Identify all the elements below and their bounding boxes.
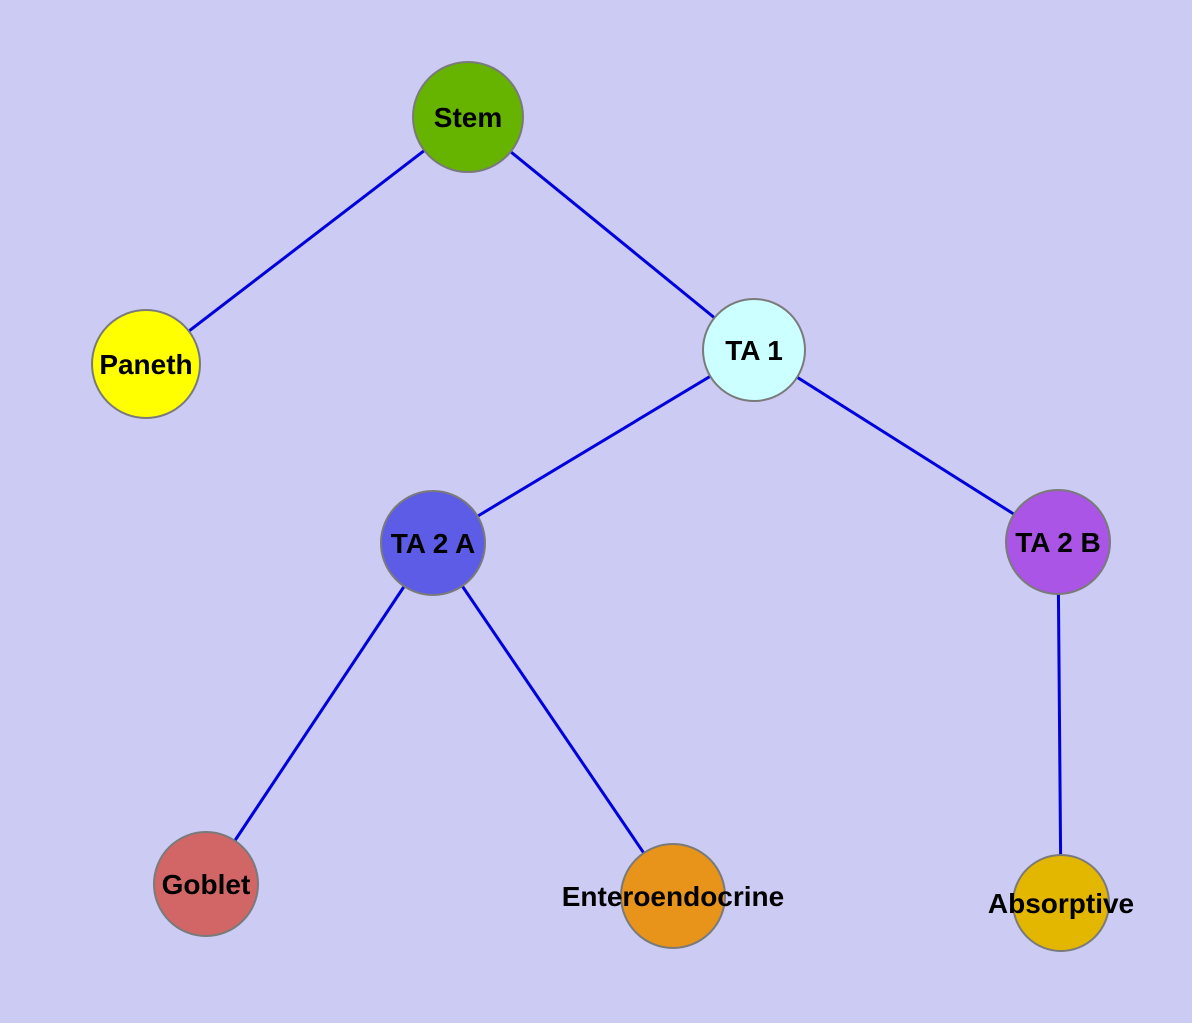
node-circle-stem [412,61,524,173]
node-circle-paneth [91,309,201,419]
node-paneth: Paneth [91,309,201,419]
edge-stem-ta1 [467,115,755,352]
node-absorptive: Absorptive [988,854,1134,952]
node-stem: Stem [412,61,524,173]
edge-ta1-ta2a [432,348,755,545]
node-circle-absorptive [1012,854,1110,952]
node-ta1: TA 1 [702,298,806,402]
node-enteroendocrine: Enteroendocrine [562,843,784,949]
edge-ta2a-enteroendocrine [431,542,675,897]
node-ta2a: TA 2 A [380,490,486,596]
node-circle-enteroendocrine [620,843,726,949]
node-goblet: Goblet [153,831,259,937]
node-circle-goblet [153,831,259,937]
edge-ta2b-absorptive [1056,541,1063,904]
edge-ta2a-goblet [204,542,435,885]
node-ta2b: TA 2 B [1005,489,1111,595]
edge-ta1-ta2b [753,348,1059,544]
node-circle-ta1 [702,298,806,402]
node-circle-ta2b [1005,489,1111,595]
node-circle-ta2a [380,490,486,596]
edge-stem-paneth [145,115,469,366]
